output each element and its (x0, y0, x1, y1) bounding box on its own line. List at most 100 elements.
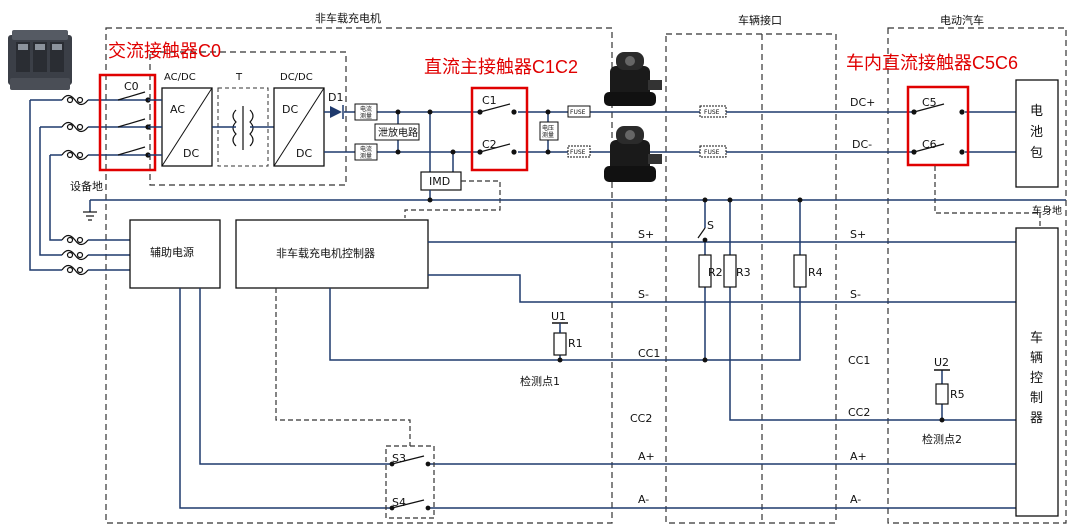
dc-dc-title: DC/DC (280, 72, 313, 83)
ac-contactor-label: 交流接触器C0 (108, 41, 221, 61)
imd-label: IMD (429, 175, 450, 188)
vehicle-interface-title: 车辆接口 (738, 13, 782, 27)
s-label: S (707, 219, 714, 232)
battery-char-1: 电 (1030, 104, 1043, 119)
a-plus-label-ev: A+ (850, 450, 867, 463)
c5-label: C5 (922, 96, 937, 109)
section-boundaries (105, 27, 1067, 524)
svg-text:电流: 电流 (360, 105, 372, 113)
c2-label: C2 (482, 138, 497, 151)
c0-switches (117, 91, 151, 158)
vehicle-interface-boundary (665, 33, 837, 524)
check-point-2: 检测点2 (922, 432, 962, 446)
vehicle-controller-char-2: 辆 (1030, 351, 1043, 366)
s3s4-boundary (385, 445, 435, 519)
check-point-1: 检测点1 (520, 374, 560, 388)
s-plus-label-ev: S+ (850, 228, 866, 241)
fuse-symbols (61, 94, 89, 276)
aux-power-label: 辅助电源 (150, 245, 194, 259)
s4-label: S4 (392, 496, 406, 509)
u1-label: U1 (551, 310, 566, 323)
ac-dc-dc: DC (183, 147, 199, 160)
dc-dc-dc-top: DC (282, 103, 298, 116)
svg-text:测量: 测量 (542, 131, 554, 139)
ev-dc-contactor-highlight (906, 85, 970, 167)
s3s4-switches (389, 455, 431, 511)
fuse-bottom: FUSE (567, 145, 591, 158)
offboard-charger-boundary (105, 27, 613, 524)
fuse-top: FUSE (567, 105, 591, 118)
ac-contactor-highlight (98, 73, 157, 172)
battery-char-3: 包 (1030, 146, 1043, 161)
ev-dc-contactor-label: 车内直流接触器C5C6 (846, 53, 1018, 73)
r1-label: R1 (568, 337, 583, 350)
s-switch (697, 227, 708, 243)
imd-to-controller (404, 180, 501, 218)
svg-text:FUSE: FUSE (570, 109, 586, 116)
electric-vehicle-boundary (887, 27, 1067, 524)
dc-contactor-photo-top (604, 52, 662, 106)
ground-symbol (83, 211, 97, 221)
vehicle-controller-char-4: 制 (1030, 391, 1043, 406)
ac-dc-title: AC/DC (164, 72, 196, 83)
vehicle-controller-char-5: 器 (1030, 411, 1043, 426)
dc-dc-dc-bottom: DC (296, 147, 312, 160)
s-plus-label-charger: S+ (638, 228, 654, 241)
svg-text:测量: 测量 (360, 152, 372, 160)
c6-label: C6 (922, 138, 937, 151)
controller-to-s3s4 (275, 288, 411, 446)
s-minus-label-charger: S- (638, 288, 649, 301)
a-plus-label-charger: A+ (638, 450, 655, 463)
diode-d1 (330, 106, 342, 118)
u2-label: U2 (934, 356, 949, 369)
dc-bus (324, 111, 1016, 172)
svg-text:FUSE: FUSE (704, 149, 720, 156)
a-minus-label-charger: A- (638, 493, 649, 506)
c0-label: C0 (124, 80, 139, 93)
ev-contactor-to-vehicle-controller (934, 166, 1041, 228)
s-minus-label-ev: S- (850, 288, 861, 301)
signal-lines (179, 200, 1016, 509)
resistors (553, 254, 949, 405)
body-ground-label: 车身地 (1032, 204, 1062, 217)
a-minus-label-ev: A- (850, 493, 861, 506)
cc1-label-charger: CC1 (638, 347, 660, 360)
charger-controller-label: 非车载充电机控制器 (276, 246, 375, 260)
vehicle-controller-char-3: 控 (1030, 371, 1043, 386)
current-measure-top: 电流 测量 (354, 103, 378, 121)
discharge-label: 泄放电路 (378, 126, 418, 139)
dc-contactor-photo-bottom (604, 126, 662, 182)
s3-label: S3 (392, 452, 406, 465)
c1-label: C1 (482, 94, 497, 107)
power-module-boundary (149, 51, 347, 186)
offboard-charger-title: 非车载充电机 (315, 11, 381, 25)
dc-main-contactor-label: 直流主接触器C1C2 (424, 57, 578, 77)
svg-text:电流: 电流 (360, 145, 372, 153)
r3-label: R3 (736, 266, 751, 279)
battery-pack (1015, 79, 1059, 188)
svg-text:FUSE: FUSE (704, 109, 720, 116)
svg-text:测量: 测量 (360, 112, 372, 120)
dc-plus-label: DC+ (850, 96, 875, 109)
c5c6-switches (911, 103, 965, 155)
fuse-interface-top: FUSE (699, 105, 727, 118)
svg-text:电压: 电压 (542, 124, 554, 132)
cc1-label-ev: CC1 (848, 354, 870, 367)
junction-dots (395, 109, 945, 423)
fuse-interface-bottom: FUSE (699, 145, 727, 158)
transformer-label: T (235, 72, 243, 83)
vehicle-controller-box (1015, 227, 1059, 517)
vehicle-controller-char-1: 车 (1030, 330, 1043, 346)
r2-label: R2 (708, 266, 723, 279)
current-measure-bottom: 电流 测量 (354, 143, 378, 161)
discharge-circuit (374, 123, 420, 141)
r4-label: R4 (808, 266, 823, 279)
transformer-coils (232, 106, 254, 150)
c1c2-switches (477, 103, 517, 155)
aux-power-box (129, 219, 221, 289)
battery-char-2: 池 (1030, 125, 1043, 140)
electric-vehicle-title: 电动汽车 (940, 13, 984, 27)
ac-contactor-photo (8, 30, 72, 90)
voltage-measure: 电压 测量 (539, 121, 559, 141)
